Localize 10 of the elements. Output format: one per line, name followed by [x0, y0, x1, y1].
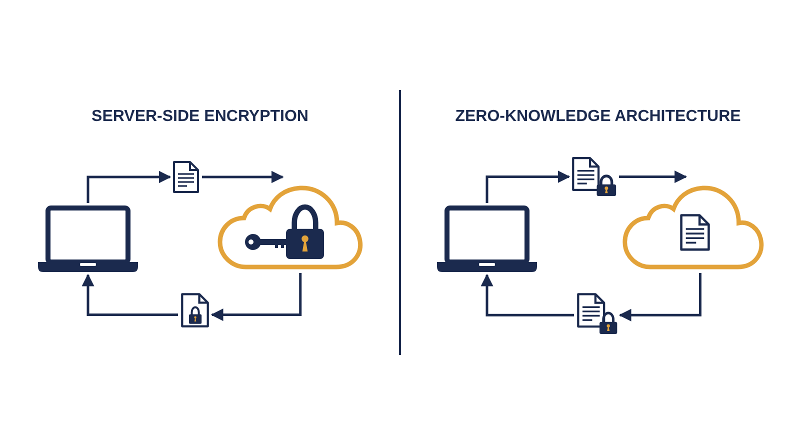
arrow — [86, 170, 172, 203]
arrow — [210, 273, 302, 322]
section-title: ZERO-KNOWLEDGE ARCHITECTURE — [455, 108, 741, 126]
arrow — [82, 274, 178, 316]
arrow — [202, 170, 284, 184]
arrow — [619, 170, 688, 184]
section-title: SERVER-SIDE ENCRYPTION — [92, 108, 308, 126]
arrow — [486, 170, 570, 203]
arrow — [618, 273, 702, 322]
arrow — [480, 274, 574, 316]
